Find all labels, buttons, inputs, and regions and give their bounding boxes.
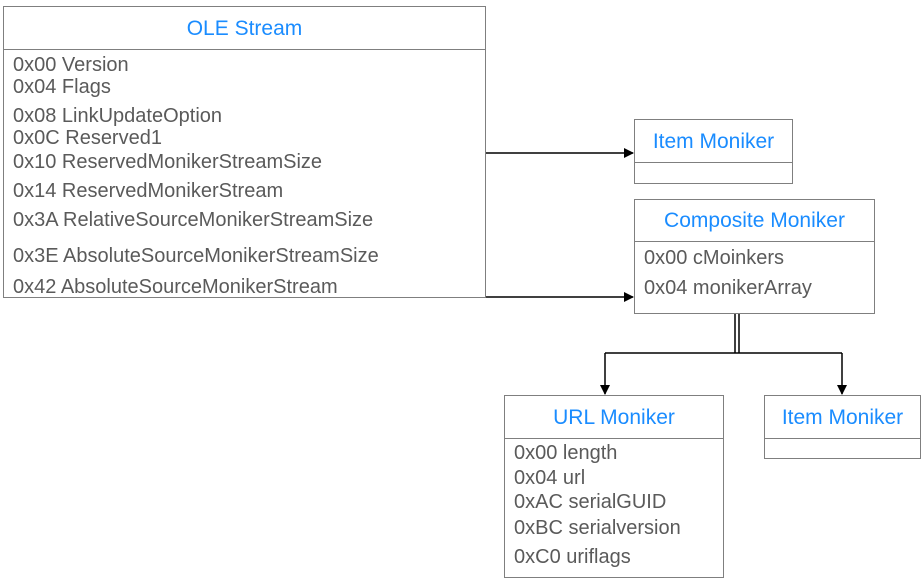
ole-field-absolute-source-moniker-stream: 0x42 AbsoluteSourceMonikerStream xyxy=(13,276,338,298)
composite-moniker-box: Composite Moniker 0x00 cMoinkers 0x04 mo… xyxy=(634,199,875,314)
ole-field-reserved-moniker-stream-size: 0x10 ReservedMonikerStreamSize xyxy=(13,151,323,173)
ole-field-version: 0x00 Version xyxy=(13,54,129,76)
composite-field-moniker-array: 0x04 monikerArray xyxy=(644,277,812,299)
url-field-serial-guid: 0xAC serialGUID xyxy=(514,491,667,513)
item-moniker-bottom-title: Item Moniker xyxy=(765,396,920,439)
item-moniker-top-box: Item Moniker xyxy=(634,119,793,184)
url-field-length: 0x00 length xyxy=(514,442,618,464)
url-moniker-title: URL Moniker xyxy=(505,396,723,439)
url-field-url: 0x04 url xyxy=(514,467,586,489)
ole-field-reserved1: 0x0C Reserved1 xyxy=(13,127,162,149)
item-moniker-top-title: Item Moniker xyxy=(635,120,792,163)
url-field-serial-version: 0xBC serialversion xyxy=(514,517,681,539)
ole-field-absolute-source-moniker-stream-size: 0x3E AbsoluteSourceMonikerStreamSize xyxy=(13,245,379,267)
composite-field-cmoinkers: 0x00 cMoinkers xyxy=(644,247,785,269)
composite-moniker-title: Composite Moniker xyxy=(635,200,874,242)
url-moniker-box: URL Moniker 0x00 length 0x04 url 0xAC se… xyxy=(504,395,724,578)
ole-stream-box: OLE Stream 0x00 Version 0x04 Flags 0x08 … xyxy=(3,6,486,298)
ole-field-link-update-option: 0x08 LinkUpdateOption xyxy=(13,105,223,127)
ole-stream-title: OLE Stream xyxy=(4,7,485,50)
item-moniker-bottom-box: Item Moniker xyxy=(764,395,921,459)
ole-field-flags: 0x04 Flags xyxy=(13,76,111,98)
url-field-uriflags: 0xC0 uriflags xyxy=(514,546,631,568)
ole-field-reserved-moniker-stream: 0x14 ReservedMonikerStream xyxy=(13,180,284,202)
ole-field-relative-source-moniker-stream-size: 0x3A RelativeSourceMonikerStreamSize xyxy=(13,209,374,231)
